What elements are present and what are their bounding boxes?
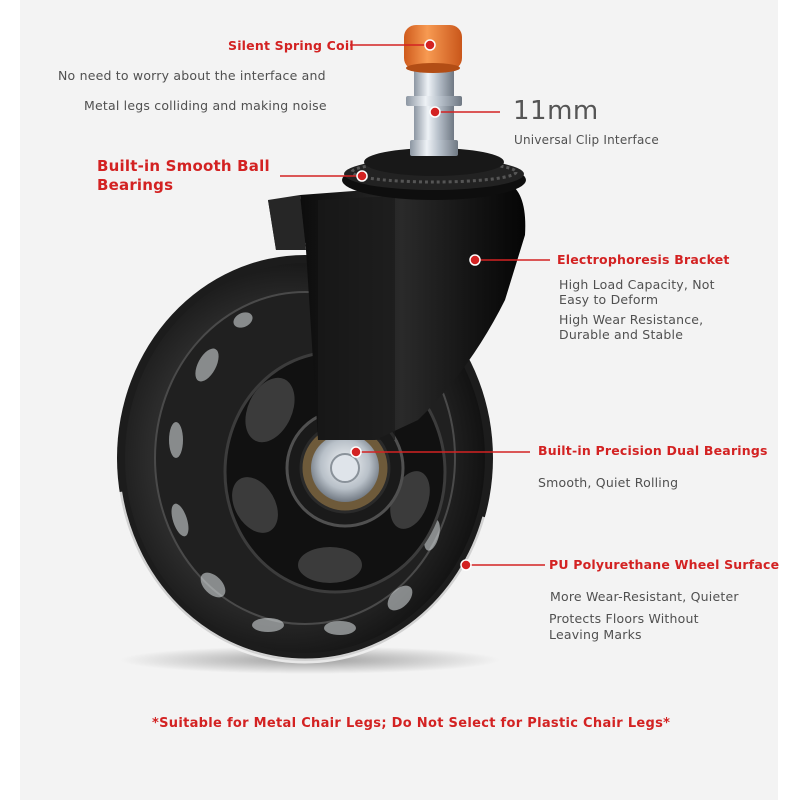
ball-bearings-title-line2: Bearings: [97, 176, 174, 194]
wheel-surface-title: PU Polyurethane Wheel Surface: [549, 557, 780, 572]
swivel-plate: [342, 148, 526, 200]
clip-size-value: 11mm: [513, 96, 599, 126]
spring-coil-title: Silent Spring Coil: [228, 38, 354, 53]
red-dot-marker: [469, 254, 481, 266]
bracket-desc-line2: Easy to Deform: [559, 292, 659, 307]
bracket: [268, 180, 526, 440]
leader-lines: [280, 44, 550, 566]
clip-desc: Universal Clip Interface: [514, 133, 659, 147]
dual-bearings-title: Built-in Precision Dual Bearings: [538, 443, 768, 458]
compatibility-note: *Suitable for Metal Chair Legs; Do Not S…: [152, 716, 671, 731]
bracket-desc-line1: High Load Capacity, Not: [559, 277, 715, 292]
bracket-title: Electrophoresis Bracket: [557, 252, 730, 267]
wheel-surface-desc-line1: More Wear-Resistant, Quieter: [550, 589, 739, 604]
spring-coil-desc-line1: No need to worry about the interface and: [58, 68, 326, 83]
bracket-desc-line3: High Wear Resistance,: [559, 312, 704, 327]
red-dot-marker: [429, 106, 441, 118]
red-dot-marker: [460, 559, 472, 571]
bracket-desc-line4: Durable and Stable: [559, 327, 684, 342]
spring-coil-desc-line2: Metal legs colliding and making noise: [84, 98, 327, 113]
wheel-surface-desc-line3: Leaving Marks: [549, 627, 642, 642]
red-dot-marker: [356, 170, 368, 182]
wheel-surface-desc-line2: Protects Floors Without: [549, 611, 699, 626]
red-dot-marker: [424, 39, 436, 51]
ball-bearings-title-line1: Built-in Smooth Ball: [97, 157, 270, 175]
dual-bearings-desc: Smooth, Quiet Rolling: [538, 475, 679, 490]
red-dot-marker: [350, 446, 362, 458]
